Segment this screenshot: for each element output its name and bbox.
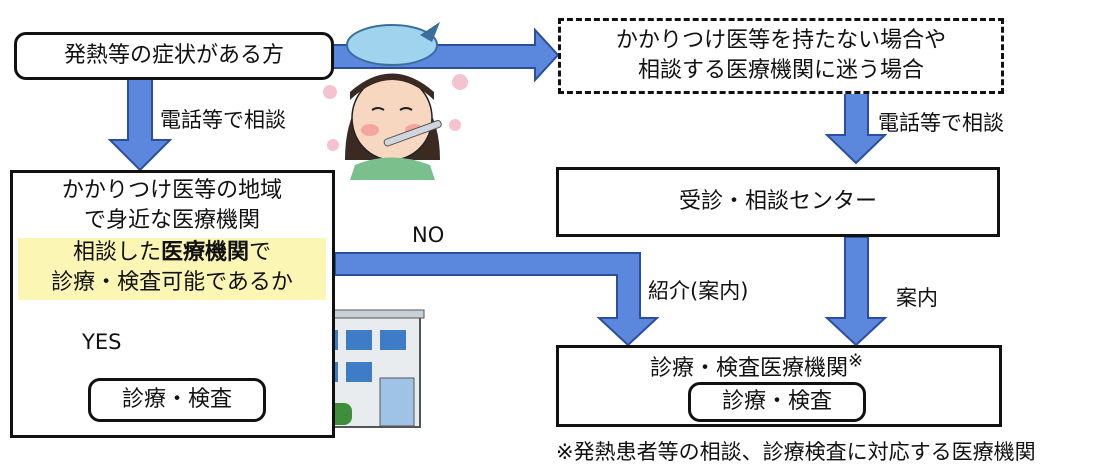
label-no: NO [412,223,445,247]
node-center-text: 受診・相談センター [678,189,877,215]
node-exam-inner-text: 診療・検査 [721,389,832,415]
label-phone-right: 電話等で相談 [878,111,1004,135]
exam-institution-mark: ※ [848,350,864,372]
label-yes: YES [82,330,122,354]
local-clinic-line2: で身近な医療機関 [83,207,260,233]
footnote: ※発熱患者等の相談、診療検査に対応する医療機関 [556,440,1036,464]
arrow-center-to-exam [824,236,888,347]
node-exam-local-text: 診療・検査 [121,387,232,413]
arrow-nodoctor-to-center [824,89,888,165]
local-clinic-line1: かかりつけ医等の地域 [61,178,283,203]
node-exam-institution-title: 診療・検査医療機関※ [650,350,863,382]
node-symptom-text: 発熱等の症状がある方 [63,43,284,69]
label-guide: 案内 [896,286,938,310]
node-exam-local: 診療・検査 [88,378,266,422]
node-no-doctor-line2: 相談する医療機関に迷う場合 [637,58,924,83]
node-symptom: 発熱等の症状がある方 [14,32,334,80]
node-center: 受診・相談センター [556,167,1000,237]
label-phone-left: 電話等で相談 [160,108,286,132]
question-prefix: 相談した [72,240,161,265]
node-no-doctor-line1: かかりつけ医等を持たない場合や [615,28,947,54]
label-referral: 紹介(案内) [648,279,749,303]
exam-institution-text: 診療・検査医療機関 [650,356,849,381]
arrow-symptom-to-nodoctor [329,27,560,83]
question-line2: 診療・検査可能であるか [51,269,293,295]
node-exam-inner: 診療・検査 [688,382,866,422]
arrow-symptom-to-clinic [107,76,173,172]
sick-person-illustration [323,22,468,180]
question-bold: 医療機関 [160,240,249,265]
node-no-doctor: かかりつけ医等を持たない場合や 相談する医療機関に迷う場合 [558,18,1004,94]
arrow-no-to-exam [334,252,660,347]
node-local-clinic-title: かかりつけ医等の地域 で身近な医療機関 [12,176,332,235]
question-highlight: 相談した医療機関で 診療・検査可能であるか [18,238,326,300]
question-suffix: で [249,240,272,265]
